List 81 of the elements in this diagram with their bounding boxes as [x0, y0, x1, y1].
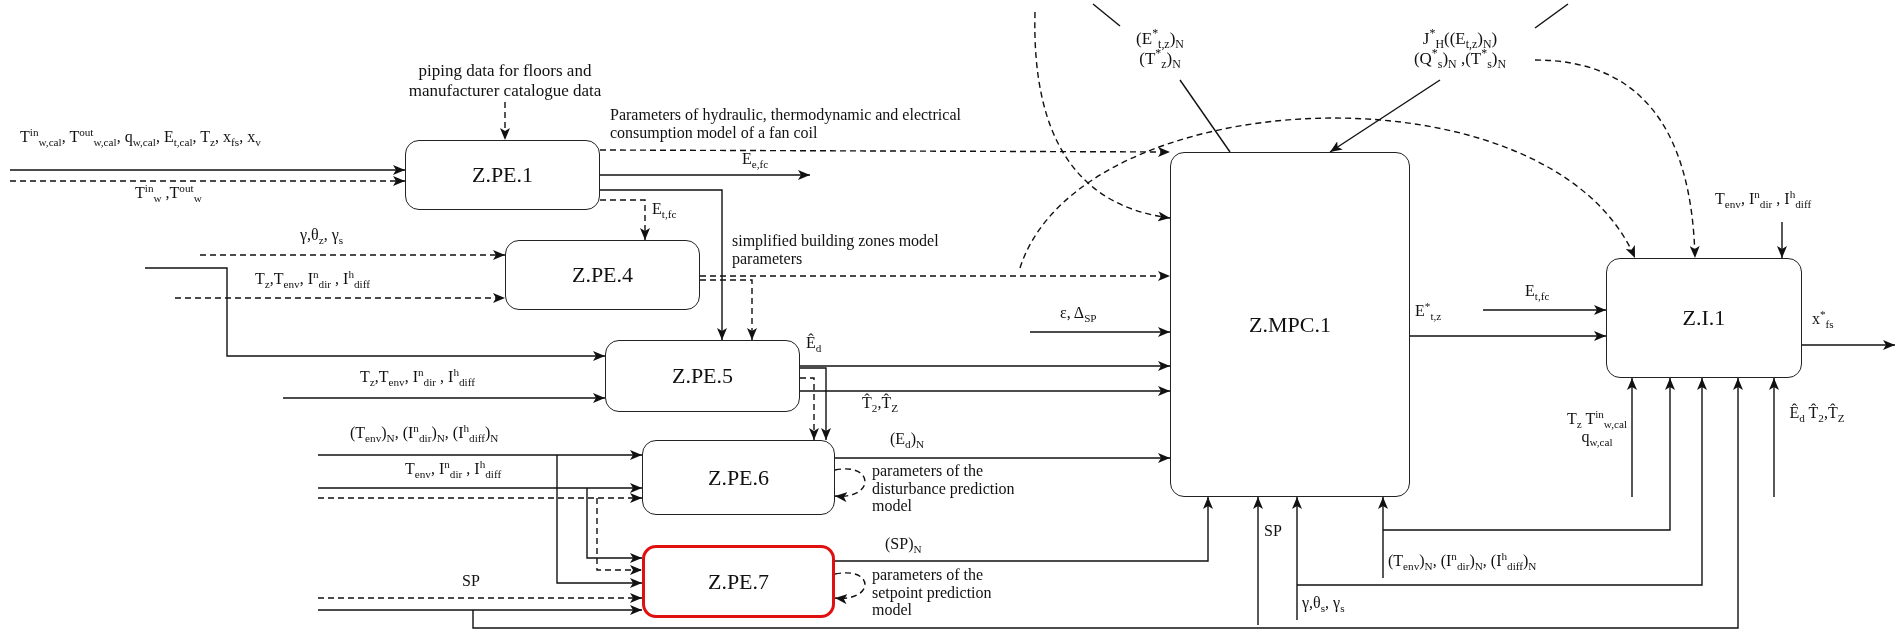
- arrow: [1253, 496, 1263, 626]
- arrow: [799, 377, 819, 441]
- edge-label: (SP)$_{N}$: [885, 535, 922, 553]
- edge-label: parameters of the setpoint prediction model: [872, 566, 993, 619]
- process-box: Z.PE.5: [605, 340, 800, 412]
- arrow: [472, 377, 1743, 629]
- edge-label: E$_{e,fc}$: [742, 150, 769, 168]
- edge-label: (T$_{env}$)$_{N}$, (I$^{n}$$_{dir}$)$_{N}$, (I$^{h}$$_{diff}$)$_{N}$: [1388, 552, 1537, 570]
- edge-label: γ,θ$_{s}$, γ$_{s}$: [1302, 594, 1345, 612]
- note-text: piping data for floors and manufacturer catalogue data: [407, 61, 603, 101]
- arrow: [282, 393, 606, 403]
- arrow: [1034, 11, 1171, 221]
- arrow: [1019, 117, 1636, 269]
- arrow: [556, 454, 643, 588]
- process-box: Z.MPC.1: [1170, 152, 1410, 497]
- arrow: [834, 453, 1171, 463]
- process-box: Z.I.1: [1606, 258, 1802, 378]
- process-box: Z.PE.7: [642, 545, 835, 618]
- edge-label: Parameters of hydraulic, thermodynamic and electrical consumption model of a fan coil: [610, 106, 962, 142]
- arrow: [1329, 79, 1441, 153]
- arrow: [144, 267, 606, 361]
- edge-label: SP: [1264, 522, 1282, 540]
- arrow: [799, 367, 831, 441]
- arrow: [599, 199, 650, 241]
- arrow: [1769, 377, 1779, 498]
- edge-label: T̂$_{2}$,T̂$_{Z}$: [862, 394, 898, 412]
- arrow: [1482, 305, 1607, 315]
- arrow: [9, 176, 406, 186]
- arrow: [834, 496, 1213, 562]
- arrow: [500, 101, 510, 141]
- arrow: [834, 572, 866, 604]
- arrow: [599, 146, 1171, 157]
- arrow: [699, 279, 757, 341]
- arrow: [596, 497, 643, 575]
- edge-label: (E$_{d}$)$_{N}$: [890, 430, 925, 448]
- edge-label: simplified building zones model parameters: [732, 232, 940, 268]
- arrow: [317, 605, 643, 615]
- variable-label: J$^{*}$$_{H}$((E$_{t,z}$)$_{N}$): [1422, 29, 1498, 49]
- arrow: [1382, 377, 1675, 531]
- arrow: [1378, 496, 1388, 579]
- edge-label: E$_{t,fc}$: [1525, 282, 1550, 300]
- arrow: [317, 450, 643, 460]
- variable-label: (T$^{*}$$_{z}$)$_{N}$: [1139, 49, 1181, 69]
- arrow: [1029, 327, 1171, 337]
- arrow: [1409, 331, 1607, 341]
- arrow: [1296, 377, 1707, 586]
- arrow: [174, 293, 506, 303]
- arrow: [9, 165, 406, 175]
- arrow: [586, 487, 643, 563]
- process-box: Z.PE.4: [505, 240, 700, 310]
- edge-label: γ,θ$_{z}$, γ$_{s}$: [300, 226, 344, 244]
- edge-label: T$^{in}$$_{w,cal}$, T$^{out}$$_{w,cal}$, q$_{w,cal}$, E$_{t,cal}$, T$_{z}$, x$_{fs}$, x$_{v}$: [20, 128, 261, 146]
- arrow: [1777, 221, 1787, 259]
- process-box: Z.PE.1: [405, 140, 600, 210]
- arrow: [317, 483, 643, 493]
- edge-label: parameters of the disturbance prediction model: [872, 462, 1016, 515]
- edge-label: SP: [462, 572, 480, 590]
- edge-label: (T$_{env}$)$_{N}$, (I$^{n}$$_{dir}$)$_{N}$, (I$^{h}$$_{diff}$)$_{N}$: [350, 424, 499, 442]
- arrow: [699, 271, 1171, 281]
- arrow: [599, 170, 811, 180]
- arrow: [1534, 59, 1700, 259]
- arrow: [599, 189, 727, 341]
- arrow: [199, 250, 506, 260]
- variable-label: (E$^{*}$$_{t,z}$)$_{N}$: [1136, 29, 1184, 49]
- arrow: [1292, 496, 1302, 621]
- arrow: [317, 493, 643, 503]
- arrow: [1627, 377, 1637, 498]
- edge-label: Ê$_{d}$ T̂$_{2}$,T̂$_{Z}$: [1788, 404, 1846, 422]
- arrow: [799, 386, 1171, 396]
- arrow: [317, 593, 643, 603]
- arrow: [799, 361, 1171, 371]
- connector-line: [1179, 79, 1231, 153]
- connector-line: [1534, 3, 1569, 29]
- edge-label: E$_{t,fc}$: [652, 200, 677, 218]
- process-box: Z.PE.6: [642, 440, 835, 515]
- edge-label: Ê$_{d}$: [806, 334, 822, 352]
- arrow: [1801, 340, 1896, 350]
- variable-label: (Q$^{*}$$_{s}$)$_{N}$ ,(T$^{*}$$_{s}$)$_{N}$: [1413, 49, 1507, 69]
- edge-label: ε, Δ$_{SP}$: [1060, 304, 1097, 322]
- connector-line: [1092, 3, 1121, 27]
- arrow: [834, 468, 866, 502]
